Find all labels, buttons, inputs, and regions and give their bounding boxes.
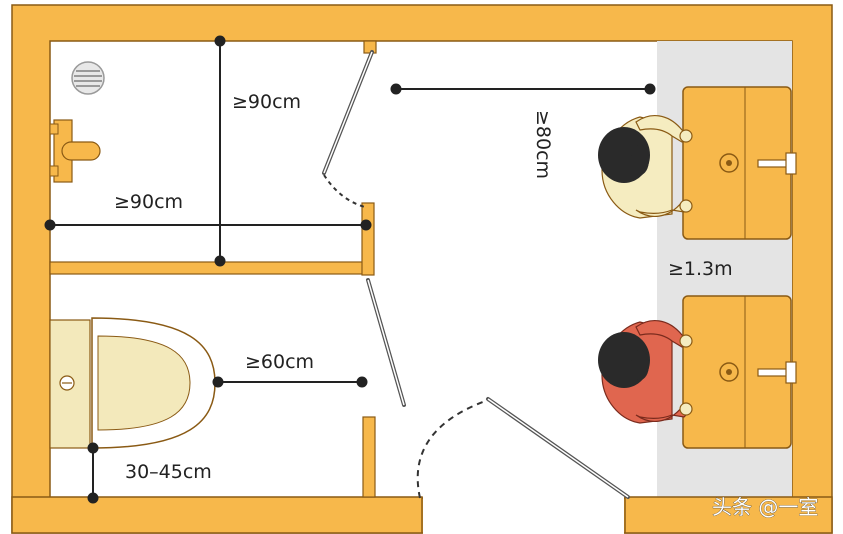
aisle-depth-label: ≥80cm <box>532 110 554 179</box>
sink-top <box>682 86 797 240</box>
entry-door-inner <box>487 398 629 498</box>
watermark: 头条 @一室 <box>712 495 818 519</box>
shower-glass-door-inner <box>323 51 373 174</box>
person-bottom-icon <box>598 320 693 424</box>
dimension-lines <box>44 35 656 504</box>
sink-top-faucet-icon <box>757 152 797 175</box>
shower-door-swing <box>323 174 366 208</box>
toilet-icon <box>49 317 216 449</box>
shower-depth-label: ≥90cm <box>232 91 301 113</box>
entry-opening <box>423 497 624 534</box>
entry-door-swing <box>416 399 489 499</box>
sink-width-label: ≥1.3m <box>668 258 733 280</box>
toilet-clearance-label: ≥60cm <box>245 351 314 373</box>
top-door-jamb <box>363 40 377 54</box>
shower-partition-post <box>361 202 375 276</box>
sink-bottom <box>682 295 797 449</box>
shower-width-label: ≥90cm <box>114 191 183 213</box>
bottom-wall-right <box>624 496 833 534</box>
toilet-side-label: 30–45cm <box>125 461 212 483</box>
person-top-icon <box>598 115 693 219</box>
toilet-glass-door-inner <box>367 279 405 406</box>
shower-partition <box>49 261 373 275</box>
bottom-wall-left <box>11 496 423 534</box>
shower-drain-icon <box>71 61 105 95</box>
shower-faucet-icon <box>49 119 101 183</box>
sink-bottom-faucet-icon <box>757 361 797 384</box>
toilet-partition-post <box>362 416 376 498</box>
